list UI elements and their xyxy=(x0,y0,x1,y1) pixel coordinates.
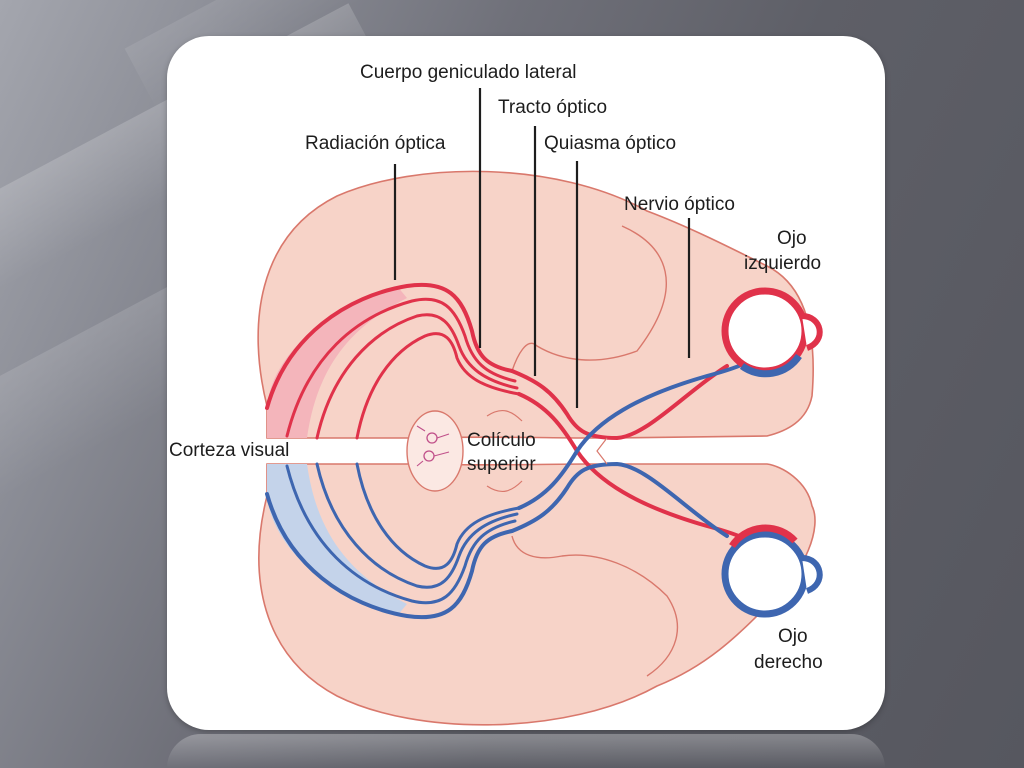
left-visual-pathway xyxy=(265,282,759,548)
label-optic-radiation: Radiación óptica xyxy=(305,133,446,154)
right-hemisphere xyxy=(258,463,816,726)
label-lateral-geniculate: Cuerpo geniculado lateral xyxy=(360,62,577,83)
left-eye xyxy=(721,287,823,378)
right-visual-cortex xyxy=(267,464,407,616)
right-visual-pathway xyxy=(265,354,759,620)
slide-card: Cuerpo geniculado lateral Tracto óptico … xyxy=(167,36,885,730)
colliculus-neuron xyxy=(416,425,450,467)
visual-pathway-diagram: Cuerpo geniculado lateral Tracto óptico … xyxy=(169,62,823,726)
label-right-eye-line1: Ojo xyxy=(778,626,808,647)
temporal-contour xyxy=(511,225,667,372)
slide-reflection xyxy=(167,734,885,768)
midbrain-contour xyxy=(486,480,523,493)
label-right-eye-line2: derecho xyxy=(754,652,823,673)
label-left-eye-line1: Ojo xyxy=(777,228,807,249)
label-optic-nerve: Nervio óptico xyxy=(624,194,735,215)
label-optic-chiasm: Quiasma óptico xyxy=(544,133,676,154)
superior-colliculus xyxy=(406,410,464,492)
midbrain-contour xyxy=(486,409,523,422)
temporal-contour xyxy=(511,535,679,677)
label-superior-colliculus-line2: superior xyxy=(467,454,536,475)
label-left-eye-line2: izquierdo xyxy=(744,253,821,274)
label-optic-tract: Tracto óptico xyxy=(498,97,607,118)
left-visual-cortex xyxy=(267,286,407,438)
label-superior-colliculus-line1: Colículo xyxy=(467,430,536,451)
chiasm-notch xyxy=(596,437,608,465)
leader-lines xyxy=(393,88,691,408)
right-eye xyxy=(721,524,823,618)
label-visual-cortex: Corteza visual xyxy=(169,440,289,461)
